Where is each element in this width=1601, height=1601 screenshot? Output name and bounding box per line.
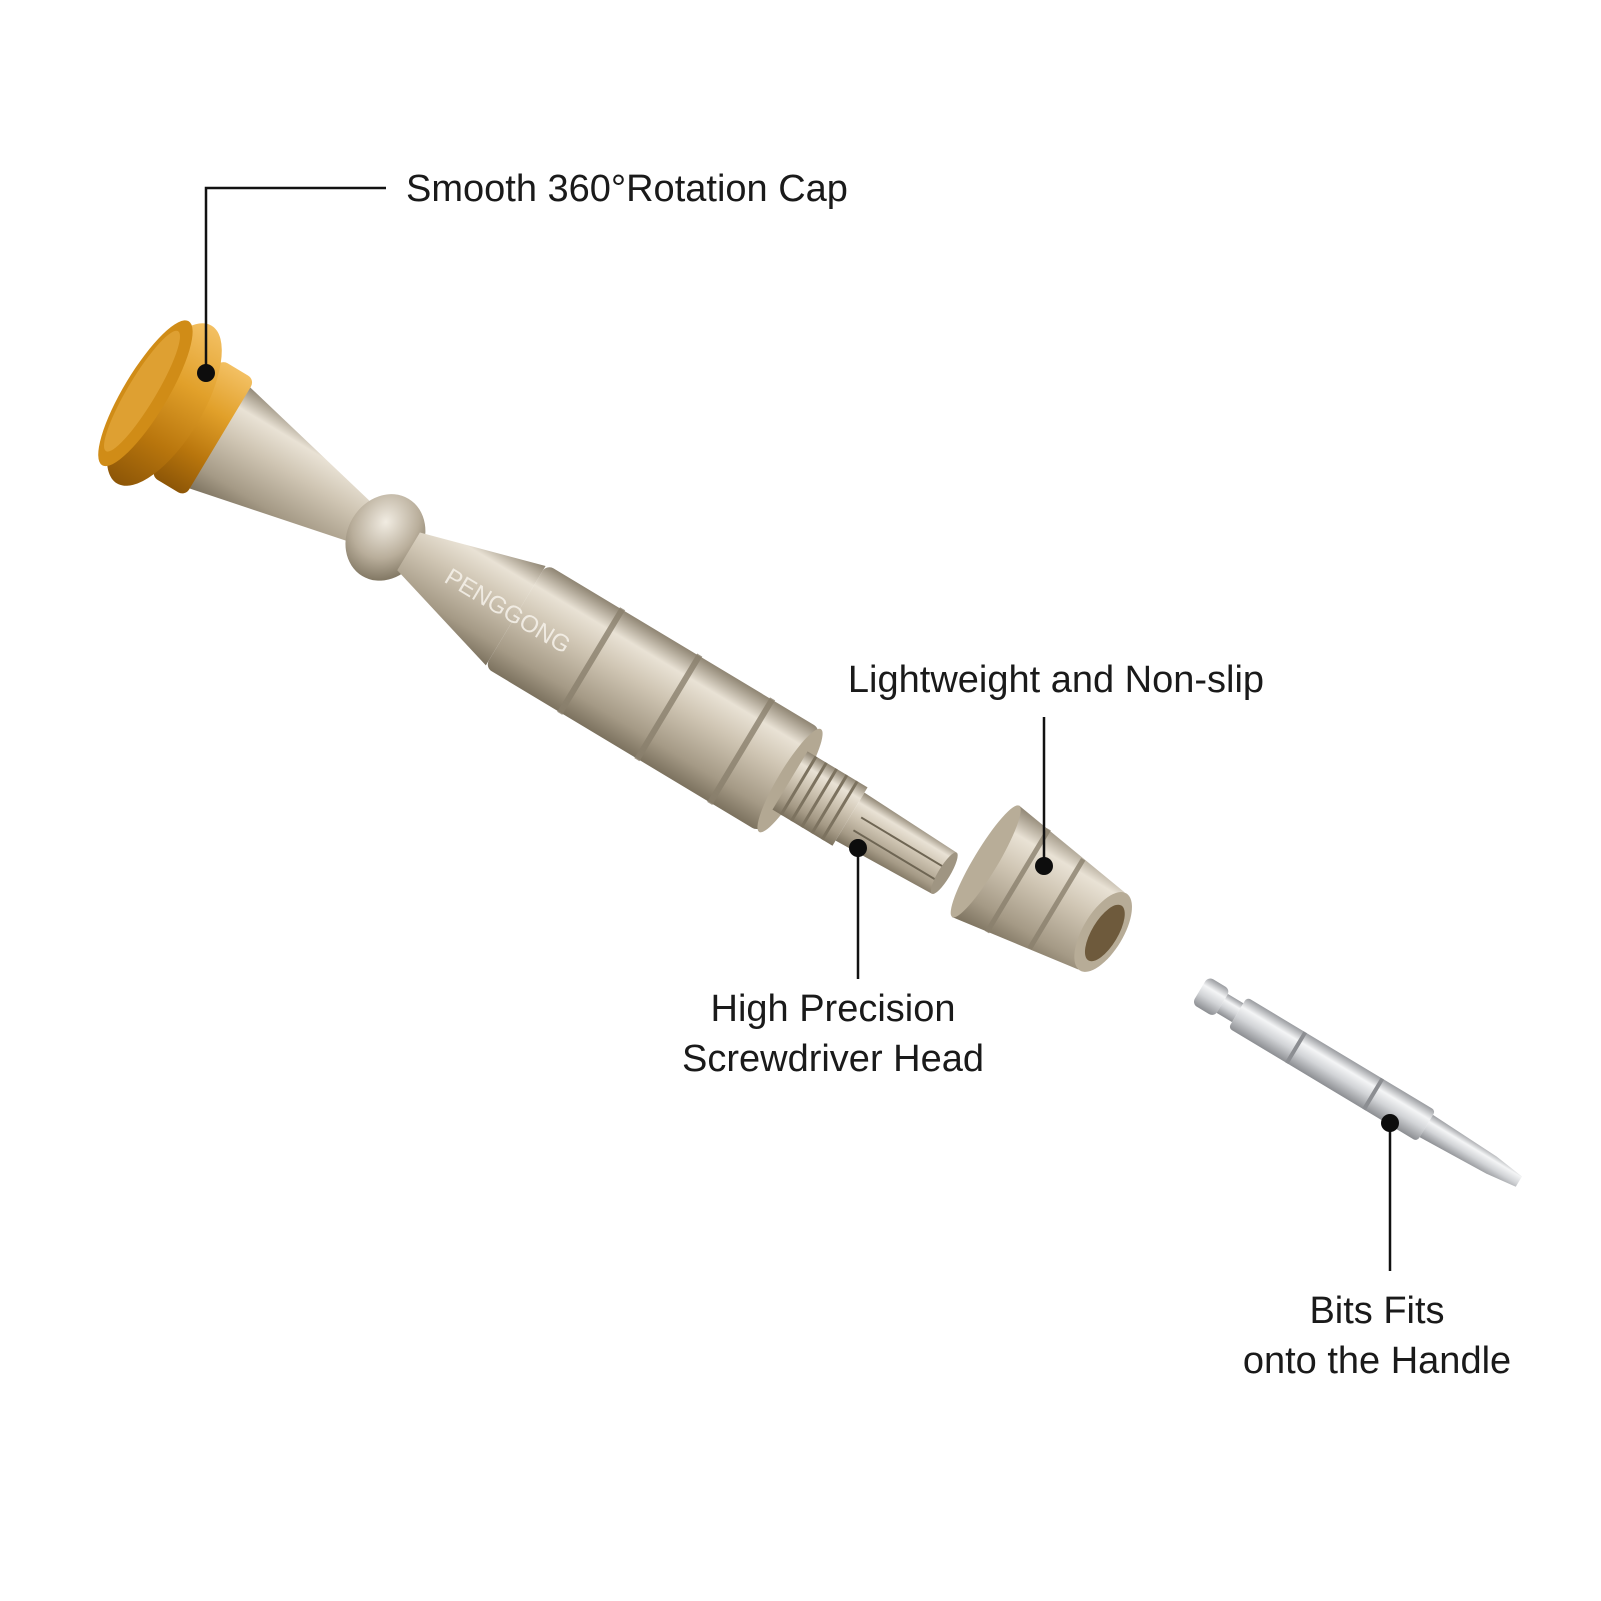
bit-shank [1229, 998, 1435, 1140]
bit-head [1193, 978, 1229, 1015]
leader-dot [1381, 1114, 1399, 1132]
grip-ring [634, 653, 703, 762]
callout-label: High Precision [711, 988, 956, 1030]
leader-dot [849, 839, 867, 857]
rotation-cap [106, 323, 222, 486]
callout-bits: Bits Fits onto the Handle [1243, 1114, 1511, 1382]
grip-ring [557, 607, 626, 715]
collet-jaws [835, 792, 957, 894]
callout-label: Bits Fits [1309, 1290, 1444, 1332]
callout-label: Screwdriver Head [682, 1038, 984, 1080]
nut-ring [1027, 858, 1086, 950]
nut-ring [984, 827, 1051, 934]
handle-grip-taper [397, 532, 546, 666]
callout-rotation-cap: Smooth 360°Rotation Cap [197, 168, 848, 382]
callout-label: onto the Handle [1243, 1340, 1511, 1382]
collar-nut [950, 805, 1132, 972]
callout-label: Lightweight and Non-slip [848, 659, 1264, 701]
callout-label: Smooth 360°Rotation Cap [406, 168, 848, 210]
leader-line [204, 186, 386, 373]
bit-neck [1216, 993, 1244, 1023]
cap-collar [153, 362, 253, 494]
leader-dot [1035, 857, 1053, 875]
callout-lightweight: Lightweight and Non-slip [848, 659, 1264, 875]
threads [779, 755, 859, 841]
leader-dot [197, 364, 215, 382]
grip-ring [707, 697, 776, 806]
bit-tip [1419, 1114, 1522, 1187]
handle-upper-cone [184, 384, 381, 546]
screwdriver-handle: PENGGONG [98, 320, 958, 895]
callout-precision-head: High Precision Screwdriver Head [682, 839, 984, 1080]
screwdriver-bit [1193, 978, 1522, 1187]
